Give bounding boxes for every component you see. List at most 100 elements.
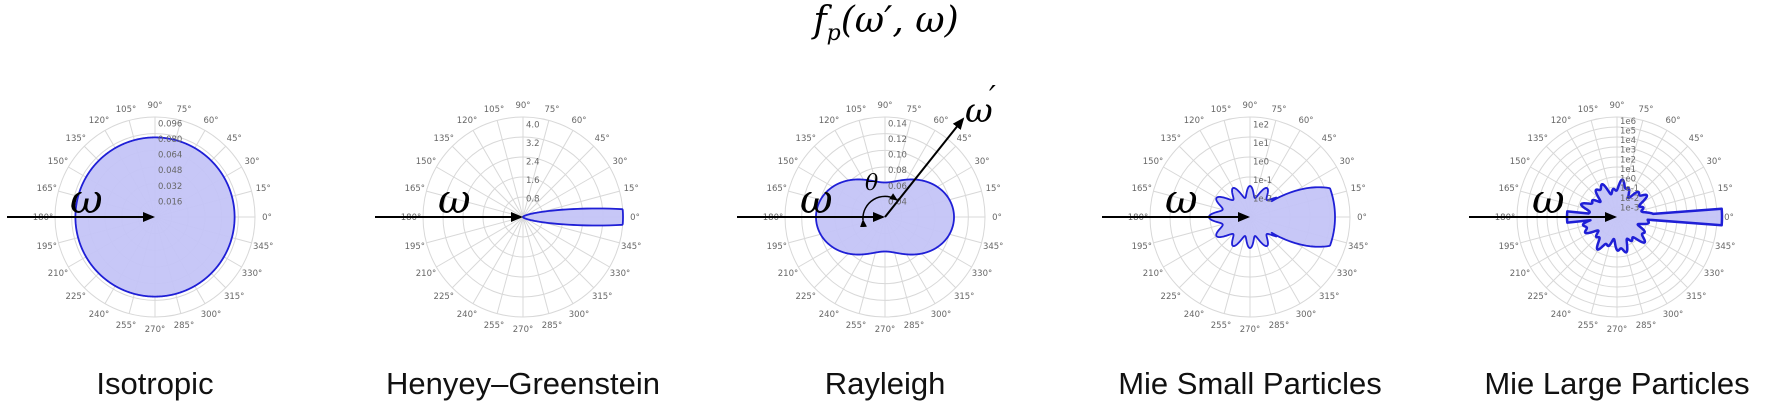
angle-tick-label: 300°	[201, 310, 221, 320]
angle-tick-label: 225°	[1528, 292, 1548, 302]
angle-tick-label: 225°	[66, 292, 86, 302]
angle-tick-label: 270°	[1607, 325, 1627, 335]
angle-tick-label: 105°	[116, 105, 136, 115]
angle-tick-label: 315°	[1319, 292, 1339, 302]
angle-tick-label: 345°	[621, 242, 641, 252]
polar-panel-2: 0°15°30°45°60°75°90°105°120°135°150°165°…	[375, 101, 660, 401]
angle-tick-label: 60°	[571, 116, 586, 126]
angle-tick-label: 60°	[203, 116, 218, 126]
angle-tick-label: 165°	[767, 184, 787, 194]
grid-spoke	[522, 216, 574, 304]
angle-tick-label: 225°	[434, 292, 454, 302]
angle-tick-label: 285°	[904, 321, 924, 331]
angle-tick-label: 315°	[954, 292, 974, 302]
grid-spoke	[451, 145, 524, 218]
angle-tick-label: 210°	[416, 269, 436, 279]
angle-tick-label: 120°	[1184, 116, 1204, 126]
angle-tick-label: 90°	[1242, 101, 1257, 111]
grid-spoke	[472, 130, 524, 218]
radial-tick-label: 1e3	[1620, 146, 1636, 156]
radial-tick-label: 1e1	[1253, 139, 1269, 149]
angle-tick-label: 240°	[1184, 310, 1204, 320]
radial-tick-label: 0.032	[158, 182, 182, 192]
angle-tick-label: 210°	[1143, 269, 1163, 279]
angle-tick-label: 240°	[1551, 310, 1571, 320]
angle-tick-label: 15°	[986, 184, 1001, 194]
angle-tick-label: 30°	[612, 157, 627, 167]
scattered-direction-arrow	[884, 117, 965, 218]
angle-tick-label: 285°	[174, 321, 194, 331]
angle-tick-label: 330°	[1704, 269, 1724, 279]
radial-tick-label: 1e5	[1620, 126, 1636, 136]
radial-tick-label: 1e2	[1620, 155, 1636, 165]
angle-tick-label: 135°	[66, 134, 86, 144]
angle-tick-label: 165°	[1499, 184, 1519, 194]
angle-tick-label: 60°	[1665, 116, 1680, 126]
radial-tick-label: 0.016	[158, 197, 182, 207]
panel-caption: Henyey–Greenstein	[386, 366, 660, 401]
angle-tick-label: 75°	[1638, 105, 1653, 115]
phase-lobe	[522, 207, 624, 227]
angle-tick-label: 165°	[37, 184, 57, 194]
angle-tick-label: 270°	[145, 325, 165, 335]
angle-tick-label: 195°	[1132, 242, 1152, 252]
angle-tick-label: 195°	[767, 242, 787, 252]
radial-tick-label: 1.6	[526, 176, 540, 186]
angle-tick-label: 195°	[405, 242, 425, 252]
radial-tick-label: 0.064	[158, 151, 182, 161]
angle-tick-label: 210°	[1510, 269, 1530, 279]
angle-tick-label: 150°	[1510, 157, 1530, 167]
radial-tick-label: 1e0	[1253, 157, 1269, 167]
angle-tick-label: 345°	[1715, 242, 1735, 252]
angle-tick-label: 345°	[983, 242, 1003, 252]
angle-tick-label: 105°	[1578, 105, 1598, 115]
polar-panel-4: 0°15°30°45°60°75°90°105°120°135°150°165°…	[1102, 101, 1382, 401]
angle-tick-label: 90°	[515, 101, 530, 111]
angle-tick-label: 345°	[1348, 242, 1368, 252]
angle-tick-label: 105°	[1211, 105, 1231, 115]
radial-tick-label: 1e-2	[1253, 194, 1272, 204]
grid-spoke	[522, 216, 610, 268]
angle-tick-label: 345°	[253, 242, 273, 252]
angle-tick-label: 270°	[875, 325, 895, 335]
omega-label: ω	[1165, 177, 1198, 223]
angle-tick-label: 330°	[242, 269, 262, 279]
angle-tick-label: 300°	[931, 310, 951, 320]
grid-spoke	[522, 130, 574, 218]
grid-spoke	[496, 216, 524, 314]
panel-caption: Rayleigh	[825, 366, 946, 401]
angle-tick-label: 60°	[1298, 116, 1313, 126]
radial-tick-label: 1e-1	[1620, 184, 1639, 194]
angle-tick-label: 15°	[256, 184, 271, 194]
omega-label: ω	[800, 177, 833, 223]
angle-tick-label: 45°	[1322, 134, 1337, 144]
angle-tick-label: 105°	[846, 105, 866, 115]
radial-tick-label: 0.14	[888, 119, 907, 129]
angle-tick-label: 135°	[1161, 134, 1181, 144]
radial-tick-label: 1e4	[1620, 136, 1636, 146]
angle-tick-label: 195°	[1499, 242, 1519, 252]
grid-spoke	[496, 120, 524, 218]
radial-tick-label: 1e-2	[1620, 194, 1639, 204]
angle-tick-label: 315°	[592, 292, 612, 302]
angle-tick-label: 30°	[974, 157, 989, 167]
angle-tick-label: 330°	[972, 269, 992, 279]
angle-tick-label: 75°	[1271, 105, 1286, 115]
angle-tick-label: 0°	[630, 213, 640, 223]
angle-tick-label: 120°	[819, 116, 839, 126]
angle-tick-label: 0°	[992, 213, 1002, 223]
panel-caption: Isotropic	[96, 366, 213, 401]
angle-tick-label: 270°	[1240, 325, 1260, 335]
angle-tick-label: 150°	[778, 157, 798, 167]
grid-spoke	[472, 216, 524, 304]
angle-tick-label: 285°	[1269, 321, 1289, 331]
radial-tick-label: 1e1	[1620, 165, 1636, 175]
radial-tick-label: 0.048	[158, 166, 182, 176]
angle-tick-label: 135°	[434, 134, 454, 144]
angle-tick-label: 90°	[1609, 101, 1624, 111]
angle-tick-label: 45°	[595, 134, 610, 144]
omega-label: ω	[70, 177, 103, 223]
radial-tick-label: 4.0	[526, 120, 540, 130]
radial-tick-label: 0.06	[888, 182, 907, 192]
